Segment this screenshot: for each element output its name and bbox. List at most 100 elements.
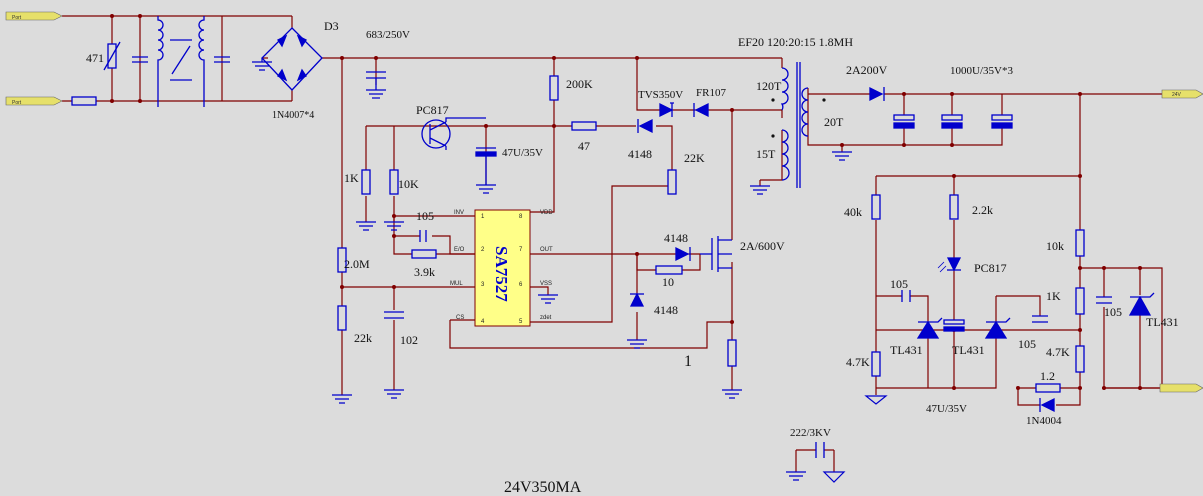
component-labels: 471 D3 1N4007*4 683/250V EF20 120:20:15 … — [86, 19, 1179, 496]
label-tl431-middle: TL431 — [952, 343, 985, 357]
input-terminal-1: Port — [5, 11, 63, 21]
svg-text:5: 5 — [519, 319, 523, 325]
sa7527-controller-ic — [474, 209, 531, 327]
capacitor-102 — [384, 311, 404, 319]
pin-label-eo: E/O — [454, 247, 465, 253]
label-sense-1: 1 — [684, 353, 692, 370]
label-2-0m: 2.0M — [344, 257, 370, 271]
output-capacitor-3 — [991, 114, 1013, 129]
tl431-left — [916, 317, 943, 339]
diode-1n4004 — [1039, 397, 1055, 413]
label-105-sec-middle: 105 — [1018, 337, 1036, 351]
common-mode-choke — [157, 16, 205, 107]
resistor-sense-1 — [727, 339, 737, 367]
label-10k: 10K — [398, 177, 419, 191]
label-47: 47 — [578, 139, 590, 153]
label-varistor: 471 — [86, 51, 104, 65]
y-capacitor-222 — [815, 442, 825, 458]
label-10: 10 — [662, 275, 674, 289]
svg-text:1: 1 — [481, 214, 485, 220]
capacitor-105-left — [901, 290, 911, 302]
bridge-rectifier — [261, 27, 323, 91]
label-105-sec-left: 105 — [890, 277, 908, 291]
label-out-caps: 1000U/35V*3 — [950, 65, 1013, 77]
resistor-10 — [655, 265, 683, 275]
diode-4148-upper — [637, 118, 653, 134]
resistor-4-7k-left — [871, 351, 881, 377]
tl431-middle — [984, 317, 1011, 339]
label-mosfet: 2A/600V — [740, 239, 785, 253]
svg-text:3: 3 — [481, 282, 485, 288]
label-40k: 40k — [844, 205, 862, 219]
label-out-diode: 2A200V — [846, 63, 888, 77]
wires — [62, 15, 1172, 472]
svg-text:6: 6 — [519, 282, 523, 288]
tvs-diode — [659, 102, 674, 118]
transformer-primary-120t — [780, 67, 789, 111]
tl431-right — [1128, 292, 1155, 316]
input-terminal-2: Port — [5, 96, 63, 106]
varistor-471 — [103, 41, 121, 71]
capacitor-47u — [475, 147, 497, 185]
pin-label-inv: INV — [454, 210, 464, 216]
output-terminal-ground — [1159, 383, 1203, 393]
label-200k: 200K — [566, 77, 593, 91]
resistor-10k-out — [1075, 229, 1085, 257]
hv-capacitor — [366, 71, 386, 90]
pin-label-out: OUT — [540, 247, 553, 253]
resistor-2-0m — [337, 247, 347, 273]
label-47u-secondary: 47U/35V — [926, 403, 967, 415]
label-120t: 120T — [756, 79, 782, 93]
pin-label-zcd: zdet — [540, 315, 552, 321]
x-capacitor-1 — [132, 56, 148, 63]
pin-label-mul: MUL — [450, 281, 463, 287]
mosfet-2a-600v — [700, 236, 732, 272]
label-tl431-right: TL431 — [1146, 315, 1179, 329]
label-1k: 1K — [344, 171, 359, 185]
label-47u-35v: 47U/35V — [502, 147, 543, 159]
label-3-9k: 3.9k — [414, 265, 435, 279]
label-fr107: FR107 — [696, 87, 726, 99]
output-terminal-positive: 24V — [1161, 89, 1203, 99]
label-4148-upper: 4148 — [628, 147, 652, 161]
transformer-secondary-20t — [796, 62, 809, 188]
chip-name: SA7527 — [492, 246, 511, 302]
pin-label-vdd: VDD — [540, 210, 553, 216]
label-102: 102 — [400, 333, 418, 347]
label-105-sec-right: 105 — [1104, 305, 1122, 319]
svg-text:7: 7 — [519, 247, 523, 253]
terminal-label-out-pos: 24V — [1172, 92, 1182, 98]
label-pc817-secondary: PC817 — [974, 261, 1007, 275]
svg-text:4: 4 — [481, 319, 485, 325]
label-4148-lower: 4148 — [654, 303, 678, 317]
label-transformer: EF20 120:20:15 1.8MH — [738, 35, 853, 49]
diode-4148-gate — [675, 246, 691, 262]
label-bridge: D3 — [324, 19, 339, 33]
svg-text:2: 2 — [481, 247, 485, 253]
resistor-22k — [337, 305, 347, 331]
diode-fr107 — [693, 102, 709, 118]
output-diode-2a200v — [869, 86, 885, 102]
optocoupler-pc817-led — [937, 257, 962, 273]
resistor-40k — [871, 194, 881, 220]
label-tl431-left: TL431 — [890, 343, 923, 357]
output-capacitor-1 — [893, 114, 915, 129]
resistor-22k-top — [667, 169, 677, 195]
ground-symbols — [252, 58, 888, 483]
capacitor-105-feedback — [419, 230, 427, 242]
schematic-title: 24V350MA — [504, 479, 582, 496]
label-hv-cap: 683/250V — [366, 29, 410, 41]
label-10k-out: 10k — [1046, 239, 1064, 253]
label-4-7k-left: 4.7K — [846, 355, 870, 369]
label-1-2: 1.2 — [1040, 369, 1055, 383]
resistor-1-2 — [1035, 383, 1061, 393]
svg-text:8: 8 — [519, 214, 523, 220]
optocoupler-pc817-primary — [421, 117, 486, 150]
label-1k-out: 1K — [1046, 289, 1061, 303]
output-capacitor-2 — [941, 114, 963, 129]
label-tvs: TVS350V — [638, 89, 683, 101]
capacitor-105-middle — [1032, 315, 1048, 323]
resistor-1k — [361, 169, 371, 195]
